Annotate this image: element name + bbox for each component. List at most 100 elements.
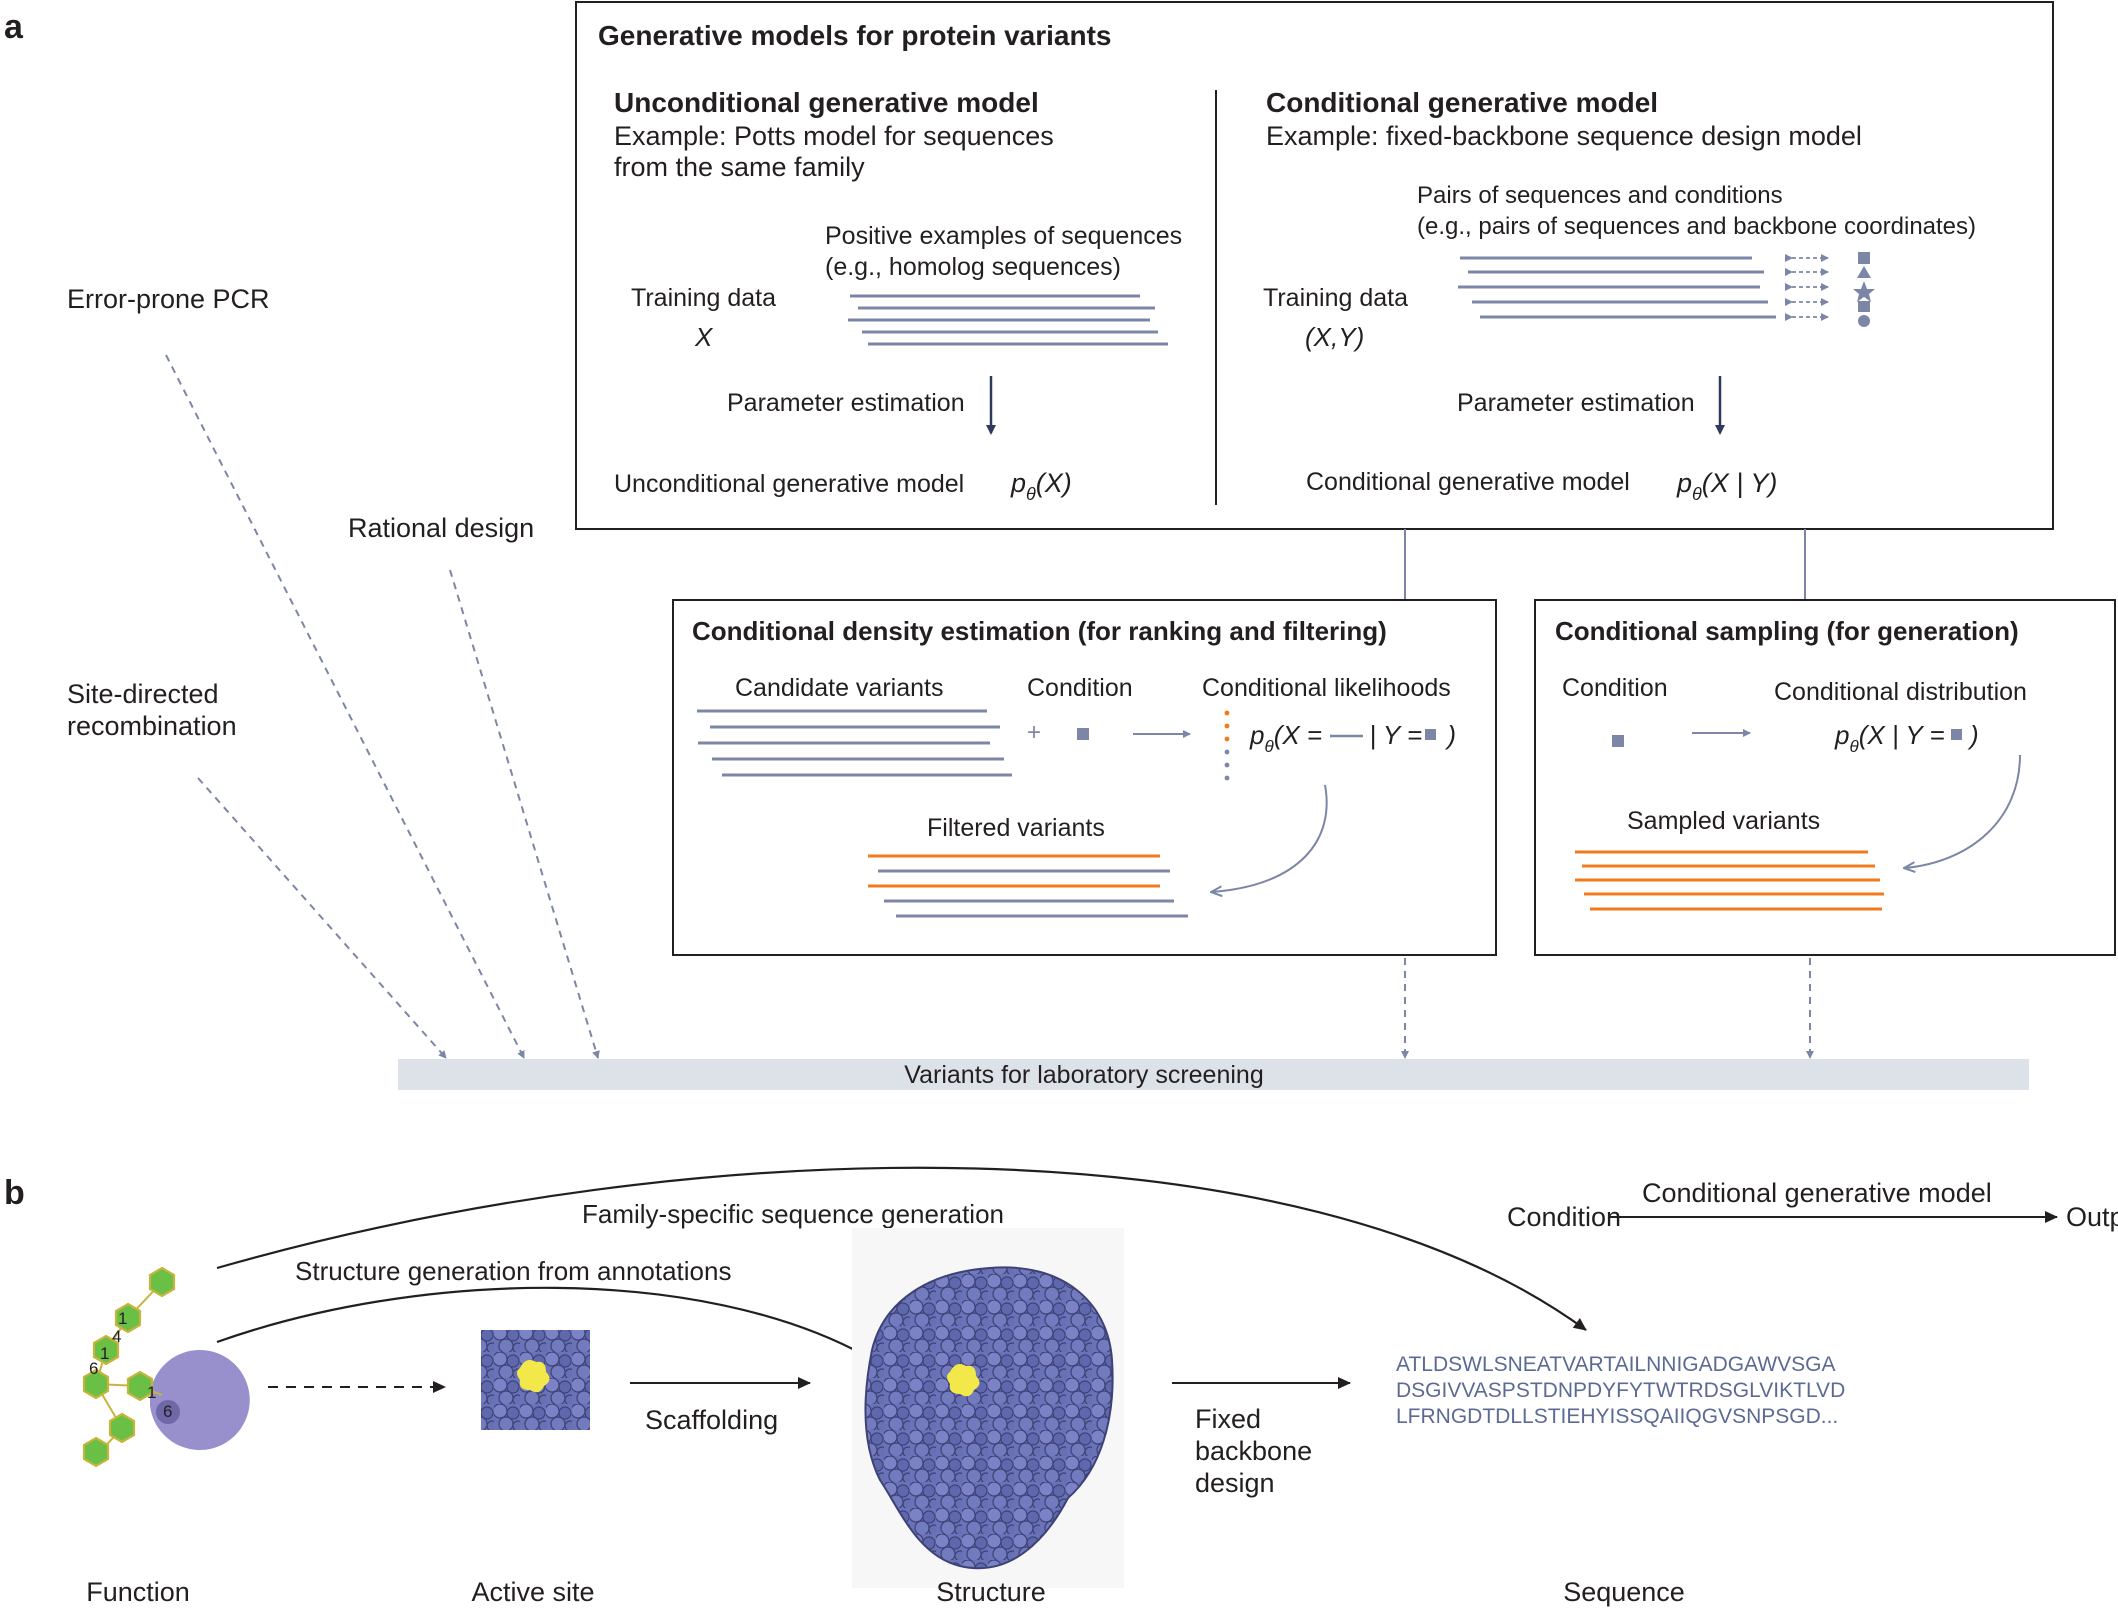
candidate-variant-lines	[697, 709, 1012, 777]
conditional-param-label: Parameter estimation	[1457, 389, 1695, 417]
method-error-prone-pcr: Error-prone PCR	[67, 284, 270, 314]
method-site-directed-line2: recombination	[67, 711, 237, 741]
plus-sign: +	[1027, 719, 1041, 746]
legend-condition: Condition	[1507, 1202, 1621, 1232]
glycan-hexagon-icon	[82, 1436, 110, 1468]
arc-mid-label: Structure generation from annotations	[295, 1256, 731, 1286]
unconditional-column: Unconditional generative model Example: …	[614, 87, 1182, 504]
sampling-condition-label: Condition	[1562, 674, 1668, 702]
likelihood-dots	[1224, 710, 1230, 781]
conditional-model-label: Conditional generative model	[1306, 468, 1630, 496]
unconditional-param-label: Parameter estimation	[727, 389, 965, 417]
site-directed-dashed-arrow	[197, 777, 447, 1059]
positive-examples-line2: (e.g., homolog sequences)	[825, 253, 1121, 281]
unconditional-example-line2: from the same family	[614, 152, 865, 182]
unconditional-formula: pθ(X)	[1010, 468, 1072, 504]
star-shape-icon	[1853, 281, 1875, 302]
panel-a-label: a	[4, 8, 24, 46]
formula-condition-square	[1425, 729, 1436, 740]
density-estimation-box: Conditional density estimation (for rank…	[672, 599, 1497, 956]
structure-illustration	[852, 1228, 1124, 1588]
sampled-variants-label: Sampled variants	[1627, 807, 1820, 835]
generative-models-box	[575, 1, 2054, 530]
fixed-backbone-line2: backbone	[1195, 1436, 1312, 1466]
glycan-hexagon-icon	[82, 1368, 110, 1400]
conditional-heading: Conditional generative model	[1266, 87, 1658, 118]
protein-structure-shape	[864, 1266, 1114, 1570]
distribution-formula: pθ(X | Y = )	[1834, 720, 1979, 756]
glycan-hexagon-icon	[108, 1412, 136, 1444]
condition-shapes	[1853, 252, 1875, 327]
paired-sequence-lines	[1458, 256, 1776, 319]
screening-label: Variants for laboratory screening	[904, 1061, 1263, 1089]
filter-curve-arrow	[1212, 784, 1328, 892]
unconditional-heading: Unconditional generative model	[614, 87, 1039, 118]
square-shape-icon	[1858, 252, 1870, 264]
sampling-box-title: Conditional sampling (for generation)	[1555, 616, 2019, 646]
likelihood-formula: pθ(X = | Y = )	[1249, 720, 1456, 756]
sequence-line-1: ATLDSWLSNEATVARTAILNNIGADGAWVSGA	[1396, 1353, 1836, 1376]
circle-shape-icon	[1858, 315, 1870, 327]
conditional-training-var: (X,Y)	[1305, 322, 1364, 352]
pair-link-arrows	[1785, 254, 1829, 321]
sequence-line-2: DSGIVVASPSTDNPDYFYTWTRDSGLVIKTLVD	[1396, 1379, 1845, 1402]
filtered-variant-lines	[868, 854, 1188, 918]
glycan-hexagon-icon	[148, 1266, 176, 1298]
distribution-label: Conditional distribution	[1774, 678, 2027, 706]
panel-b-label: b	[4, 1174, 25, 1212]
condition-square-icon	[1612, 735, 1624, 747]
glycan-linkage-number: 1	[100, 1344, 109, 1363]
filtered-variants-label: Filtered variants	[927, 814, 1105, 842]
density-box-frame	[672, 599, 1497, 956]
condition-square-icon	[1077, 728, 1089, 740]
glycan-linkage-number: 4	[112, 1327, 121, 1346]
structure-ligand	[947, 1364, 980, 1397]
candidate-variants-label: Candidate variants	[735, 674, 943, 702]
unconditional-example-line1: Example: Potts model for sequences	[614, 121, 1054, 151]
caption-structure: Structure	[936, 1577, 1046, 1607]
legend-output: Output	[2066, 1202, 2118, 1232]
glycan-hexagon-icon	[92, 1334, 120, 1366]
formula-condition-square	[1951, 729, 1962, 740]
glycan-hexagon-icon	[114, 1302, 142, 1334]
screening-bar	[398, 1059, 2029, 1090]
rational-dashed-arrow	[449, 569, 600, 1059]
structure-generation-arc	[216, 1286, 867, 1357]
sampled-variant-lines	[1575, 850, 1884, 911]
active-site-illustration	[481, 1330, 590, 1430]
active-site-ligand	[517, 1360, 550, 1393]
glycan-linkage-number: 6	[163, 1402, 172, 1421]
enzyme-core	[156, 1400, 180, 1424]
glycan-hexagon-icon	[126, 1370, 154, 1402]
density-condition-label: Condition	[1027, 674, 1133, 702]
unconditional-training-label: Training data	[631, 284, 776, 312]
family-sequence-arc	[216, 1166, 1587, 1331]
pcr-dashed-arrow	[165, 354, 525, 1059]
positive-examples-line1: Positive examples of sequences	[825, 222, 1182, 250]
main-box-title: Generative models for protein variants	[598, 20, 1112, 51]
glycan-linkage-number: 1	[118, 1309, 127, 1328]
caption-sequence: Sequence	[1563, 1577, 1685, 1607]
caption-function: Function	[86, 1577, 190, 1607]
likelihood-label: Conditional likelihoods	[1202, 674, 1451, 702]
sampling-box: Conditional sampling (for generation) Co…	[1534, 599, 2116, 956]
triangle-shape-icon	[1857, 266, 1871, 278]
method-rational-design: Rational design	[348, 513, 534, 543]
legend-model: Conditional generative model	[1642, 1178, 1992, 1208]
pairs-line2: (e.g., pairs of sequences and backbone c…	[1417, 213, 1976, 240]
arc-top-label: Family-specific sequence generation	[582, 1199, 1004, 1229]
fixed-backbone-line1: Fixed	[1195, 1404, 1261, 1434]
fixed-backbone-line3: design	[1195, 1468, 1275, 1498]
square-shape-icon	[1858, 301, 1870, 312]
conditional-column: Conditional generative model Example: fi…	[1263, 87, 1976, 504]
unconditional-training-var: X	[694, 322, 714, 352]
density-box-title: Conditional density estimation (for rank…	[692, 616, 1387, 646]
function-glycan-illustration: 1 4 1 6 1 6	[82, 1266, 250, 1468]
sequence-line-3: LFRNGDTDLLSTIEHYISSQAIIQGVSNPSGD...	[1396, 1405, 1838, 1428]
conditional-training-label: Training data	[1263, 284, 1408, 312]
sampling-box-frame	[1534, 599, 2116, 956]
homolog-sequence-lines	[848, 294, 1168, 346]
enzyme-shape	[150, 1350, 250, 1451]
glycan-linkage-number: 1	[147, 1383, 156, 1402]
